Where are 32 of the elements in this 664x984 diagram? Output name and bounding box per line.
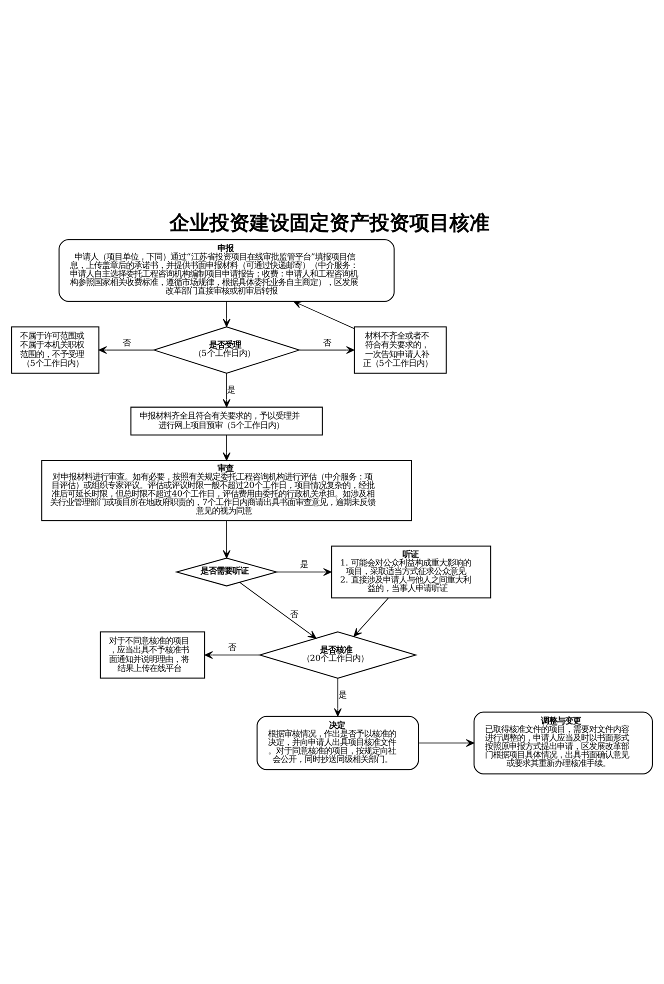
node-box: 听证 1. 可能会对公众利益构成重大影响的项目，采取适当方式征求公众意见 2. 直接涉及申请人与他人之间重大利益的，当事人申请听证 [331,545,492,598]
arrow [354,597,389,636]
arrow [239,582,316,638]
arrow [204,650,260,658]
edge-label: 否 [122,338,130,348]
node-box: 申报材料齐全且符合有关要求的，予以受理并进行网上项目预审（5个工作日内） [130,406,323,435]
edge-label: 否 [290,610,298,620]
node-box: 材料不齐全或者不符合有关要求的，一次告知申请人补正（5个工作日内） [354,326,447,374]
edge-label: 否 [228,642,236,653]
node-diamond: 是否需要听证 [174,557,278,586]
edge-label: 是 [227,384,236,395]
node-diamond: 是否受理 （5个工作日内） [152,326,301,374]
arrow [293,300,355,328]
node-box: 调整与变更 已取得核准文件的项目，需要对文件内容进行调整的，申请人应当及时以书面形式按照原申报方式提出申请，区发展改革部门根据项目具体情况，出具书面确认意见或要求其重新办理核准手续。 [474,711,653,774]
diagram-title: 企业投资建设固定资产投资项目核准 [169,210,490,234]
arrow [98,346,154,354]
arrow [222,520,230,558]
edge-label: 是 [338,690,346,700]
arrow [222,300,230,327]
node-box: 对于不同意核准的项目，应当出具不予核准书面通知并说明理由，将结果上传在线平台 [100,630,206,678]
arrow [334,677,342,716]
arrow [222,372,230,407]
node-box: 申报 申请人（项目单位，下同）通过“江苏省投资项目在线审批监管平台”填报项目信息，上传盖章后的承诺书，并提供书面申报材料（可通过快递邮寄）（中介服务：申请人自主选择委托工程咨询机构编制项目申请报告；收费：申请人和工程咨询机构参照国家相关收费标准，遵循市场规律，根据具体委托业务自主商定），区发展改革部门直接审核或初审后转报 [58,238,395,302]
edge-label: 是 [300,560,308,570]
arrow [418,738,474,746]
arrow [276,568,332,576]
node-box: 不属于许可范围或不属于本机关职权范围的，不予受理（5个工作日内） [11,326,100,374]
node-box: 决定 根据审核情况，作出是否予以核准的决定，并向申请人出具项目核准文件。对于同意核准的项目，按规定向社会公开，同时抄送同级相关部门。 [256,715,419,770]
arrow [298,346,355,354]
node-box: 审查 对申报材料进行审查。如有必要，按照有关规定委托工程咨询机构进行评估（中介服务：项目评估）或组织专家评议。评估或评议时限一般不超过20个工作日，项目情况复杂的，经批准后可延长时限，但总时限不超过40个工作日，评估费用由委托的行政机关承担。如涉及相关行业管理部门或项目所在地政府职责的，7个工作日内商请出具书面审查意见，逾期未反馈意见的视为同意 [41,459,412,521]
arrow [222,434,230,460]
edge-label: 否 [322,338,331,348]
